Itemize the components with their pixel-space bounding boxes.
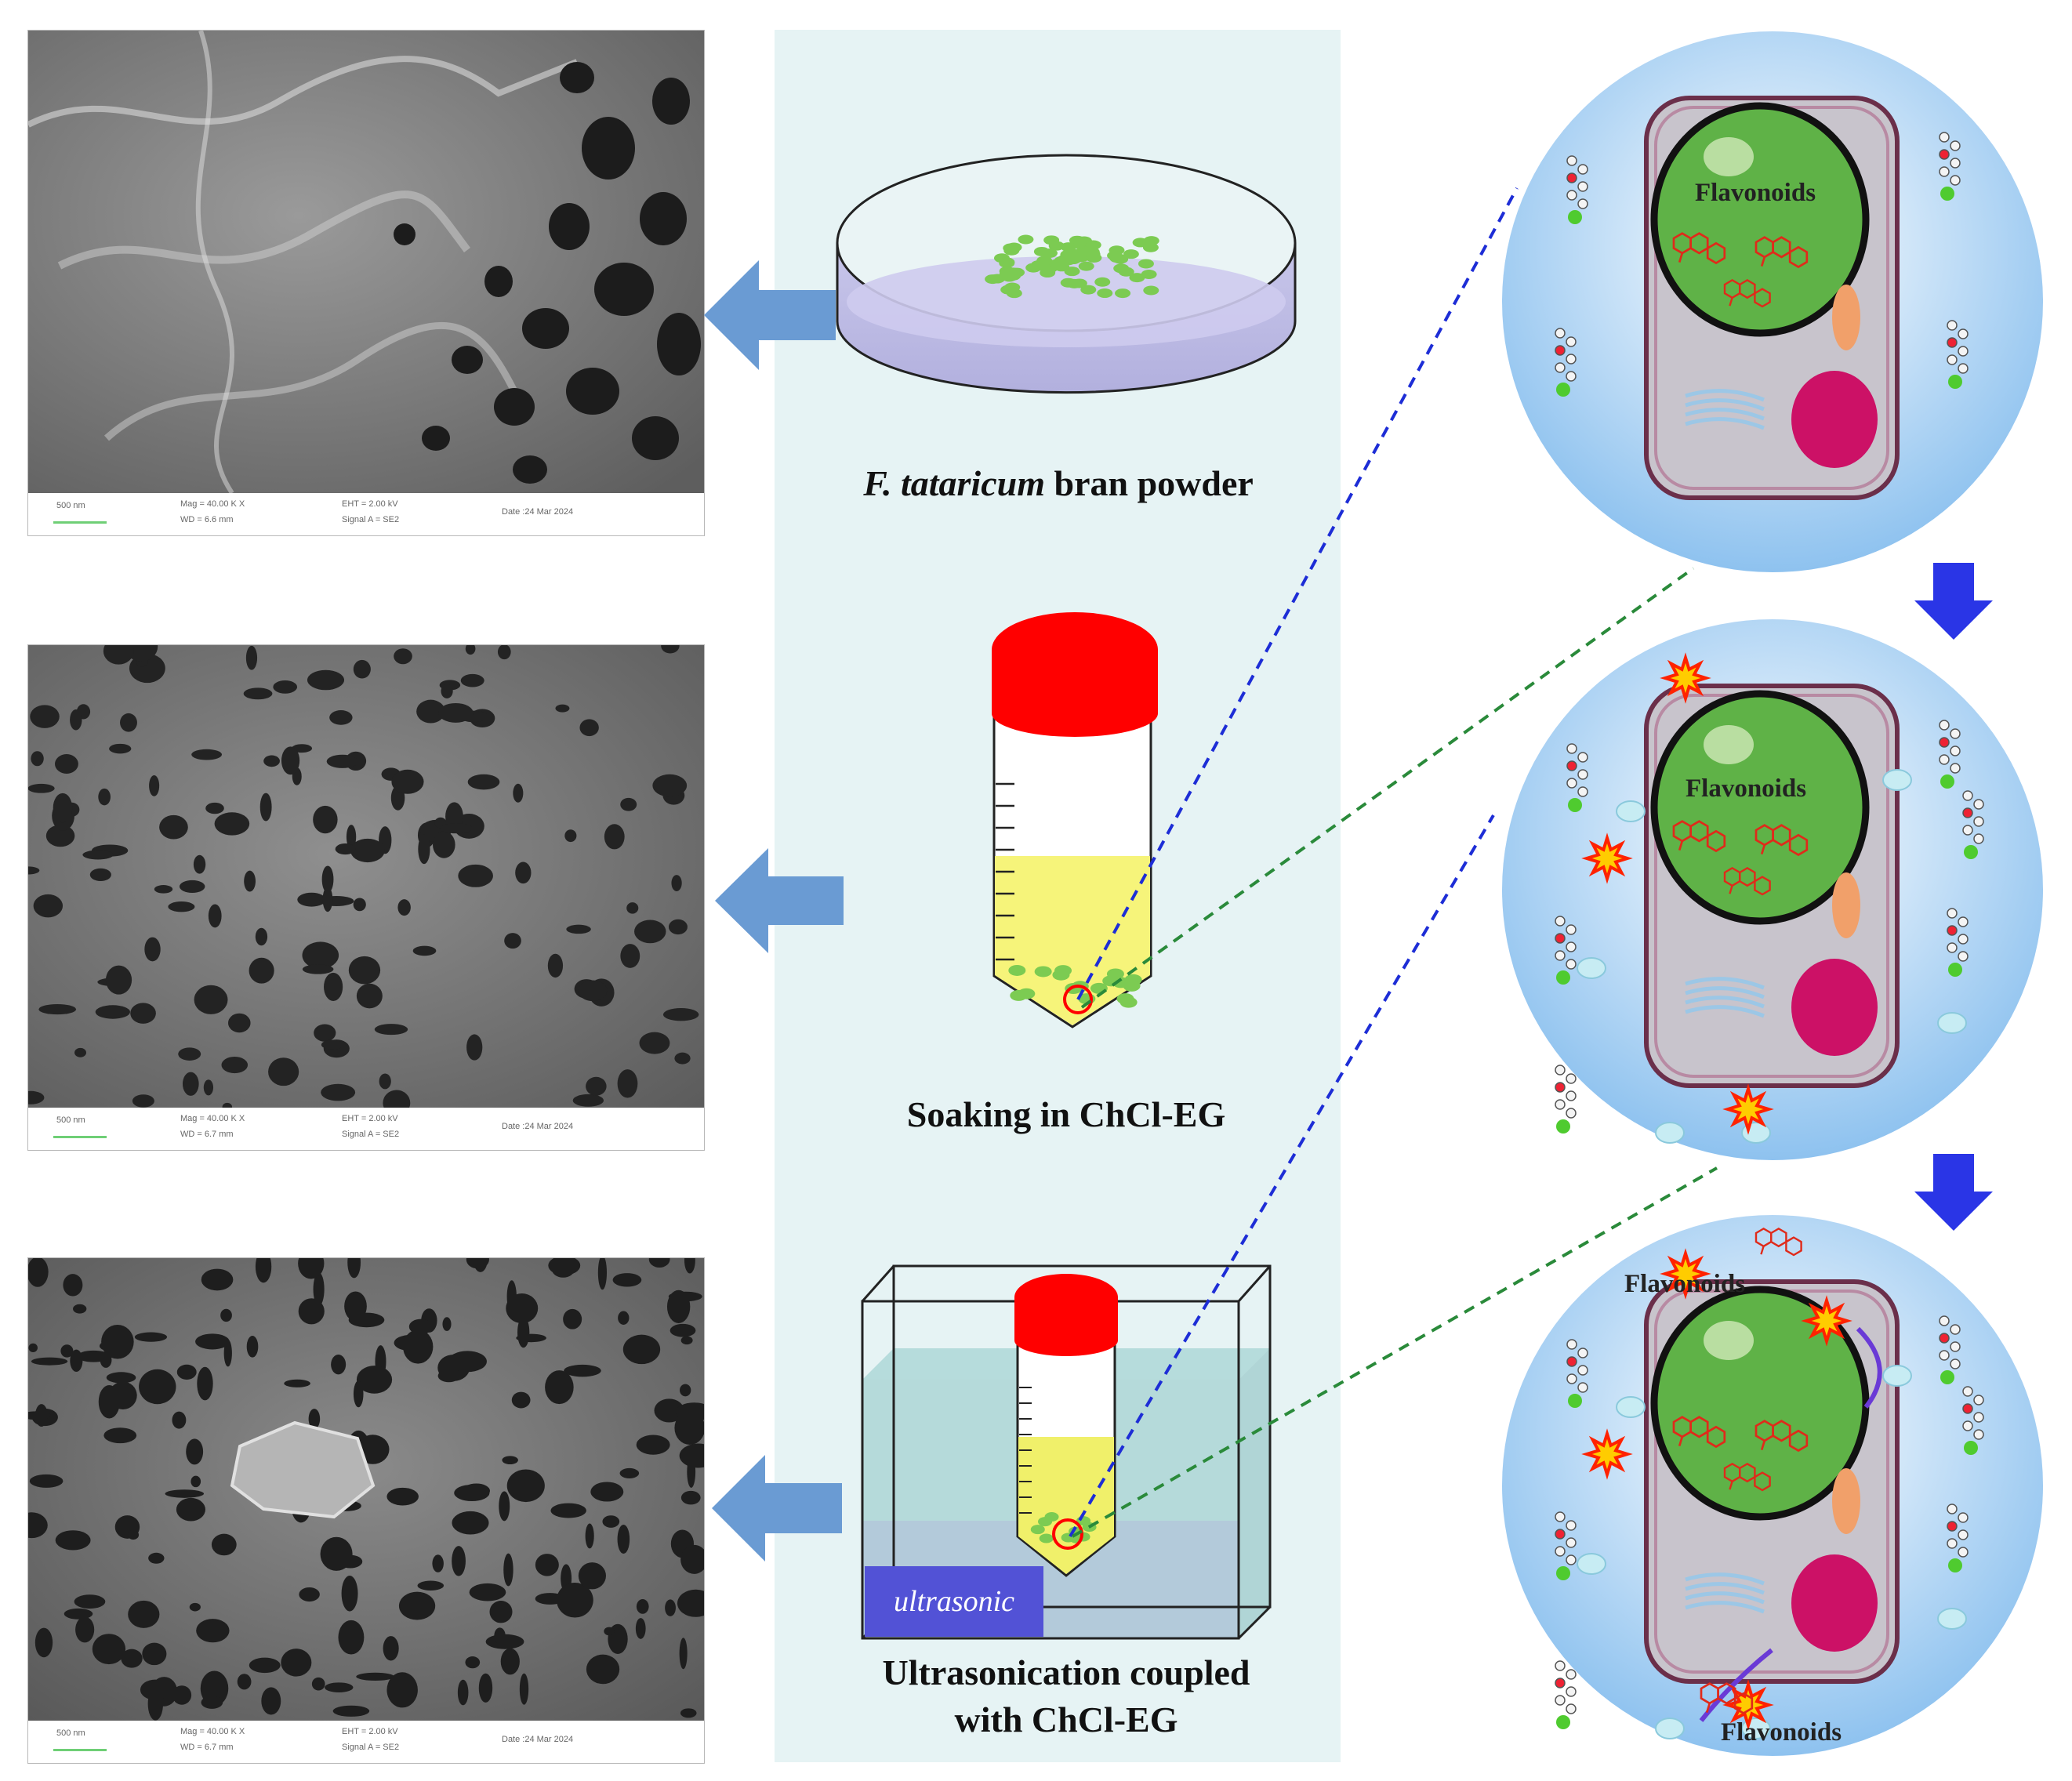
flavonoids-label-cell3-bottom: Flavonoids [1721,1718,1842,1747]
sem-micrograph-soaked [28,645,704,1108]
sem-date: Date :24 Mar 2024 [502,507,574,517]
down-arrow-1 [1914,563,1993,640]
ultrasonic-bath [861,1264,1272,1640]
sem-signal: Signal A = SE2 [342,515,400,524]
sem-scale-bar [53,521,107,524]
sem-image-ultrasonicated: 500 nm Mag = 40.00 K X WD = 6.7 mm EHT =… [27,1257,705,1764]
dashed-line-green-1 [1080,567,1695,1009]
sem-info-bar: 500 nm Mag = 40.00 K X WD = 6.7 mm EHT =… [28,1108,704,1150]
sem-scale-label: 500 nm [56,501,85,510]
sem-image-soaked: 500 nm Mag = 40.00 K X WD = 6.7 mm EHT =… [27,644,705,1151]
dashed-line-blue-2 [1069,814,1495,1538]
sem-signal: Signal A = SE2 [342,1743,400,1752]
sem-date: Date :24 Mar 2024 [502,1122,574,1131]
sem-mag: Mag = 40.00 K X [180,499,245,509]
bran-powder [985,234,1159,299]
sem-info-bar: 500 nm Mag = 40.00 K X WD = 6.6 mm EHT =… [28,493,704,535]
sem-mag: Mag = 40.00 K X [180,1114,245,1123]
left-arrow-1 [704,260,836,370]
cell-soaked [1502,619,2043,1160]
sem-mag: Mag = 40.00 K X [180,1727,245,1736]
centrifuge-tube-soaking [992,612,1158,1028]
zoom-circle-ultrasonic [1052,1518,1083,1550]
sem-wd: WD = 6.7 mm [180,1130,234,1139]
ultrasonic-device-label: ultrasonic [865,1566,1043,1637]
sem-date: Date :24 Mar 2024 [502,1735,574,1744]
sem-eht: EHT = 2.00 kV [342,1727,398,1736]
step1-caption: F. tataricum bran powder [863,463,1254,503]
cell-ultrasonicated [1502,1215,2043,1756]
step2-caption: Soaking in ChCl-EG [906,1094,1226,1134]
dashed-line-green-2 [1072,1166,1718,1538]
sem-eht: EHT = 2.00 kV [342,1114,398,1123]
sem-info-bar: 500 nm Mag = 40.00 K X WD = 6.7 mm EHT =… [28,1721,704,1763]
sem-scale-bar [53,1749,107,1751]
flavonoids-label-cell2: Flavonoids [1686,774,1807,803]
sem-signal: Signal A = SE2 [342,1130,400,1139]
flavonoids-label-cell1: Flavonoids [1695,179,1816,207]
sem-scale-label: 500 nm [56,1728,85,1738]
left-arrow-2 [715,848,844,953]
sem-wd: WD = 6.7 mm [180,1743,234,1752]
sem-image-raw: 500 nm Mag = 40.00 K X WD = 6.6 mm EHT =… [27,30,705,536]
dashed-line-blue-1 [1076,187,1519,1000]
sem-eht: EHT = 2.00 kV [342,499,398,509]
step3-caption: Ultrasonication coupled with ChCl-EG [882,1652,1250,1739]
sem-micrograph-raw [28,31,704,493]
cell-intact [1502,31,2043,572]
sem-wd: WD = 6.6 mm [180,515,234,524]
sem-micrograph-ultrasonicated [28,1258,704,1721]
petri-dish [836,154,1297,394]
sem-scale-bar [53,1136,107,1138]
zoom-circle-soaking [1063,985,1093,1014]
sem-scale-label: 500 nm [56,1115,85,1125]
left-arrow-3 [712,1455,842,1562]
down-arrow-2 [1914,1154,1993,1231]
flavonoids-label-cell3-top: Flavonoids [1624,1270,1746,1298]
sem-particle [230,1420,376,1519]
